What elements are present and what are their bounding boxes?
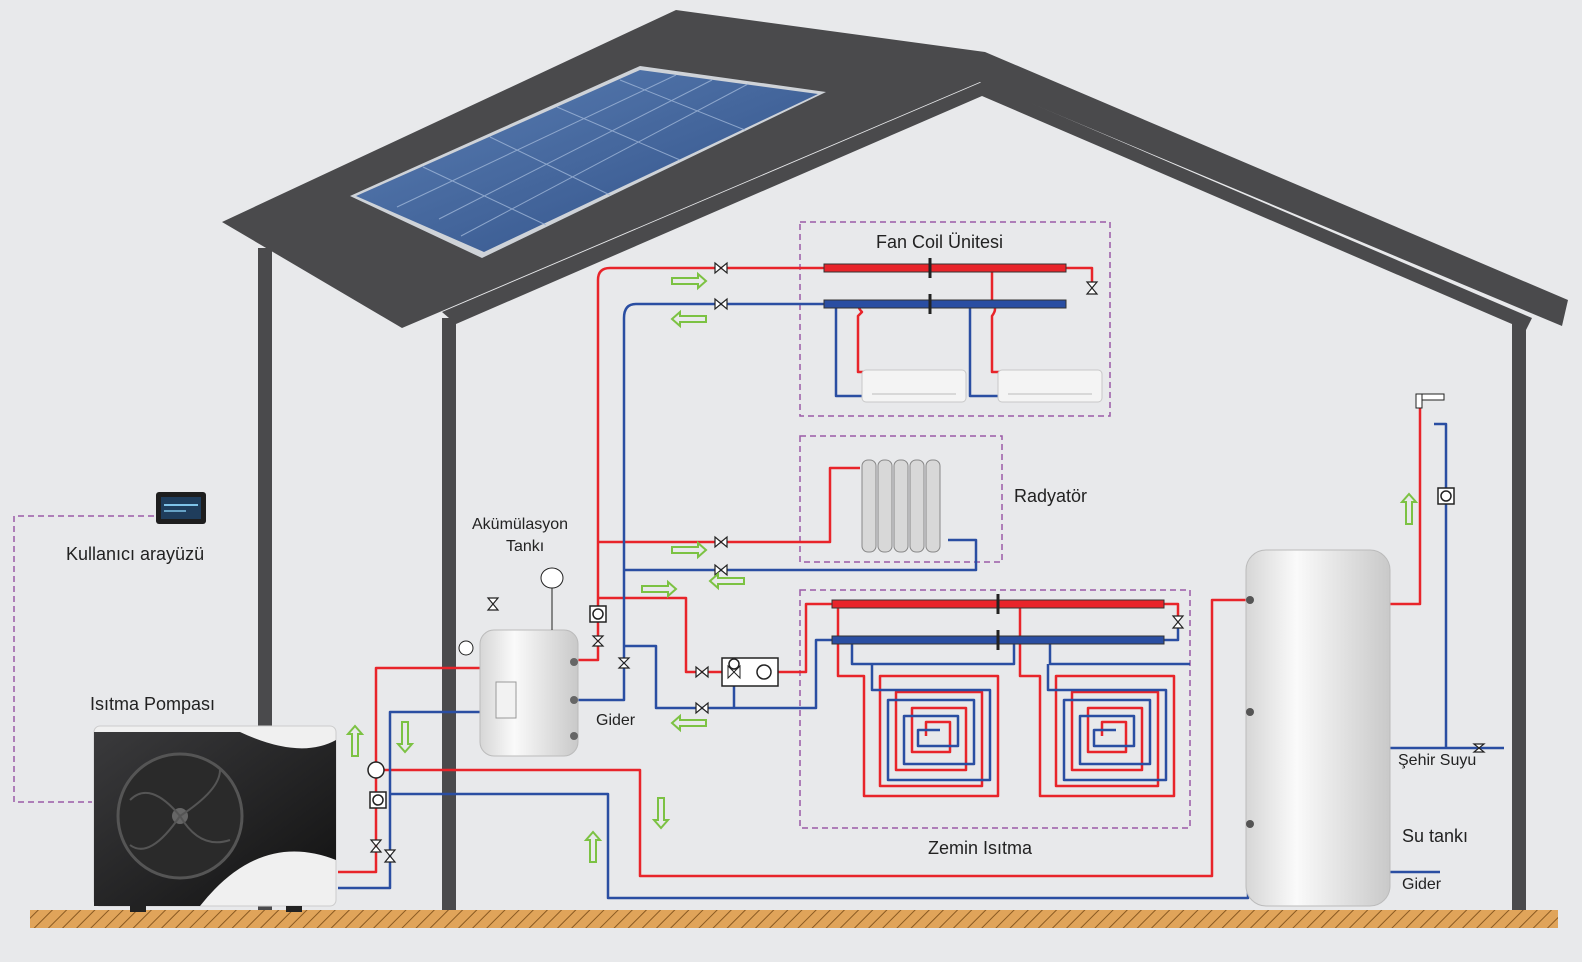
circulation-pumps — [367, 487, 1455, 809]
buffer-drain-label: Gider — [596, 712, 636, 729]
ground — [30, 910, 1558, 928]
buffer-tank-label-line1: Akümülasyon — [472, 516, 569, 533]
hot-pipes — [338, 266, 1422, 878]
tank-drain-label: Gider — [1402, 876, 1442, 893]
flow-arrows — [345, 271, 1419, 863]
valves — [369, 261, 1486, 863]
user-interface-label: Kullanıcı arayüzü — [66, 544, 205, 564]
fan-coil-manifolds — [823, 258, 1067, 314]
hot-water-tap — [1415, 393, 1445, 409]
water-tank-label: Su tankı — [1402, 826, 1469, 846]
fan-coil-group-border — [799, 221, 1111, 417]
controller-display — [156, 492, 206, 524]
buffer-tank-label-line2: Tankı — [506, 538, 545, 555]
radiator-group-border — [799, 435, 1003, 563]
radiator — [861, 459, 941, 553]
radiator-label: Radyatör — [1014, 486, 1088, 506]
heat-pump-unit — [93, 725, 337, 912]
buffer-tank — [458, 567, 579, 757]
heat-pump-label: Isıtma Pompası — [90, 694, 216, 714]
floor-heating-manifolds — [831, 594, 1165, 650]
solar-panel — [350, 66, 826, 258]
fan-coil-unit-1 — [861, 369, 967, 403]
floor-heating-group-border — [799, 589, 1191, 829]
fan-coil-label: Fan Coil Ünitesi — [876, 232, 1004, 252]
water-tank — [1245, 549, 1391, 907]
fan-coil-unit-2 — [997, 369, 1103, 403]
user-interface-link — [13, 515, 154, 803]
floor-heating-label: Zemin Isıtma — [928, 838, 1033, 858]
city-water-label: Şehir Suyu — [1398, 752, 1477, 769]
